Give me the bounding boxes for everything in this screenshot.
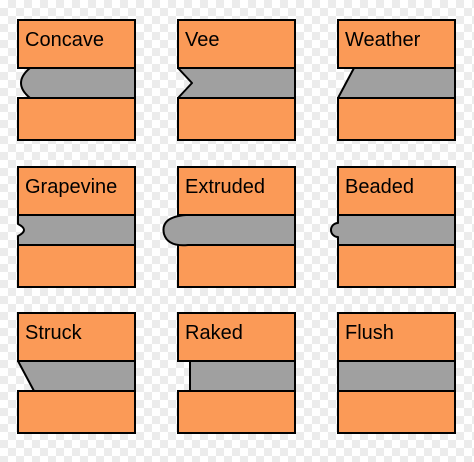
joint-label: Grapevine xyxy=(25,176,117,198)
bottom-brick xyxy=(17,390,136,434)
mortar-joint-flush xyxy=(337,360,456,392)
top-brick xyxy=(17,19,136,69)
bottom-brick xyxy=(177,97,296,141)
top-brick xyxy=(337,166,456,216)
joint-cell-weather: Weather xyxy=(337,19,456,141)
joint-cell-beaded: Beaded xyxy=(330,166,456,288)
bottom-brick xyxy=(337,244,456,288)
joint-label: Flush xyxy=(345,322,394,344)
joint-label: Weather xyxy=(345,29,421,51)
joint-cell-concave: Concave xyxy=(17,19,136,141)
mortar-joint-extruded xyxy=(162,214,296,247)
mortar-joint-struck xyxy=(17,360,136,392)
mortar-joint-concave xyxy=(20,67,136,99)
mortar-joint-beaded xyxy=(330,214,456,246)
bottom-brick xyxy=(337,97,456,141)
joint-cell-vee: Vee xyxy=(177,19,296,141)
bottom-brick xyxy=(177,244,296,288)
joint-label: Concave xyxy=(25,29,104,51)
joint-cell-grapevine: Grapevine xyxy=(17,166,136,288)
bottom-brick xyxy=(177,390,296,434)
joint-cell-struck: Struck xyxy=(17,312,136,434)
joint-label: Vee xyxy=(185,29,219,51)
joint-label: Struck xyxy=(25,322,83,344)
top-brick xyxy=(177,19,296,69)
mortar-joint-raked xyxy=(189,360,296,392)
mortar-joint-weather xyxy=(337,67,456,99)
joint-cell-flush: Flush xyxy=(337,312,456,434)
top-brick xyxy=(177,312,296,362)
mortar-joint-grapevine xyxy=(17,214,136,246)
bottom-brick xyxy=(17,244,136,288)
joint-label: Raked xyxy=(185,322,243,344)
bottom-brick xyxy=(17,97,136,141)
bottom-brick xyxy=(337,390,456,434)
joint-label: Extruded xyxy=(185,176,265,198)
top-brick xyxy=(17,166,136,216)
joint-label: Beaded xyxy=(345,176,414,198)
mortar-joint-vee xyxy=(177,67,296,99)
joint-cell-raked: Raked xyxy=(177,312,296,434)
joint-cell-extruded: Extruded xyxy=(162,166,296,288)
